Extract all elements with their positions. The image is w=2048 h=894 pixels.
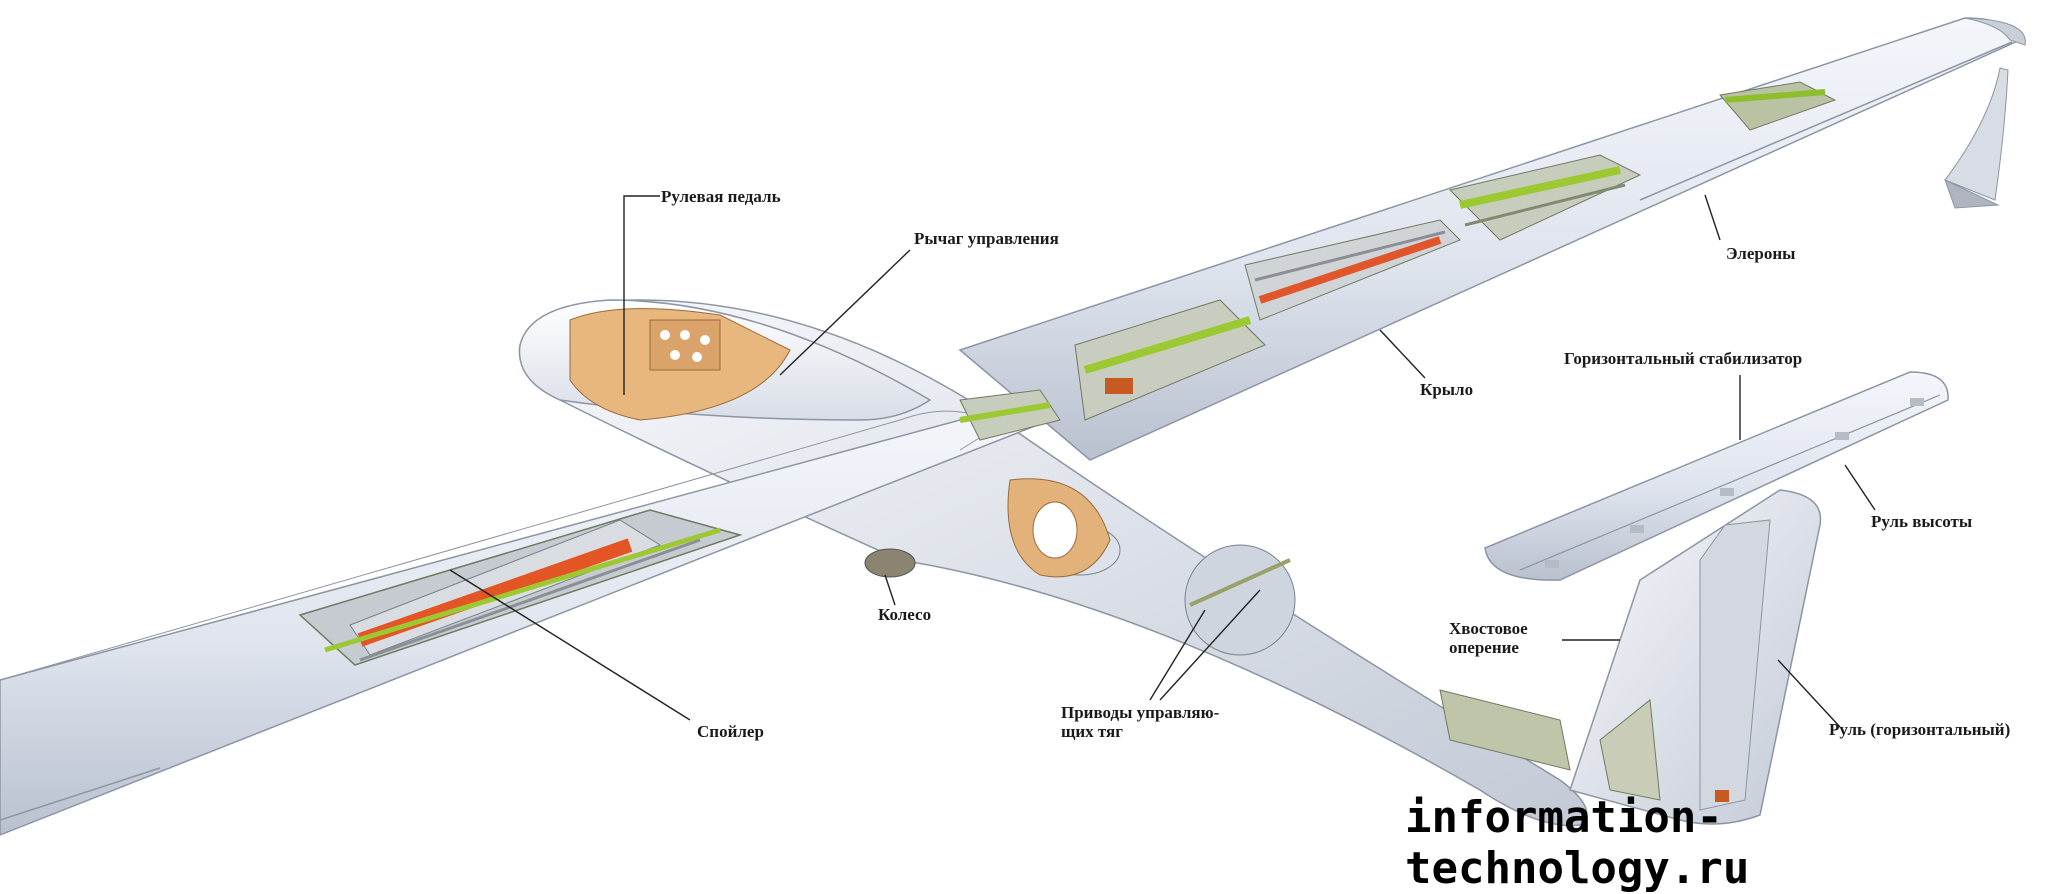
leader-actuators-b xyxy=(1159,589,1261,701)
fin-inset xyxy=(1944,67,2009,209)
leader-pedal xyxy=(623,195,660,395)
label-rudder-pedal: Рулевая педаль xyxy=(661,187,781,206)
label-wheel: Колесо xyxy=(878,605,932,624)
leader-ailerons xyxy=(1704,194,1721,241)
label-elevator: Руль высоты xyxy=(1871,512,1973,531)
label-control-actuators-line2: щих тяг xyxy=(1061,722,1123,741)
leader-wheel xyxy=(884,574,896,606)
right-wing xyxy=(958,17,2026,461)
left-wing xyxy=(0,409,1052,836)
fuselage xyxy=(518,299,1588,827)
leader-stick xyxy=(779,249,911,376)
leader-wing xyxy=(1379,329,1426,379)
glider-cutaway-diagram xyxy=(0,17,2026,836)
label-tail-unit-line1: Хвостовое xyxy=(1449,619,1528,638)
label-tail-unit: Хвостовое оперение xyxy=(1449,619,1528,657)
leader-rudder xyxy=(1777,659,1841,728)
label-ailerons: Элероны xyxy=(1726,244,1796,263)
label-control-stick: Рычаг управления xyxy=(914,229,1059,248)
leader-spoiler xyxy=(449,569,691,721)
leader-actuators-a xyxy=(1149,609,1206,701)
label-wing: Крыло xyxy=(1420,380,1474,399)
leader-lines xyxy=(449,194,1876,728)
label-spoiler: Спойлер xyxy=(697,722,764,741)
label-control-actuators: Приводы управляю- щих тяг xyxy=(1061,703,1219,741)
vertical-tail xyxy=(1569,489,1822,825)
label-control-actuators-line1: Приводы управляю- xyxy=(1061,703,1220,722)
wing-root xyxy=(959,389,1061,441)
watermark-text: information-technology.ru xyxy=(1405,792,1750,894)
leader-elevator xyxy=(1844,464,1876,511)
label-rudder: Руль (горизонтальный) xyxy=(1829,720,2011,739)
horizontal-stabilizer xyxy=(1484,371,1949,581)
label-tail-unit-line2: оперение xyxy=(1449,638,1519,657)
label-horizontal-stabilizer: Горизонтальный стабилизатор xyxy=(1564,349,1803,368)
